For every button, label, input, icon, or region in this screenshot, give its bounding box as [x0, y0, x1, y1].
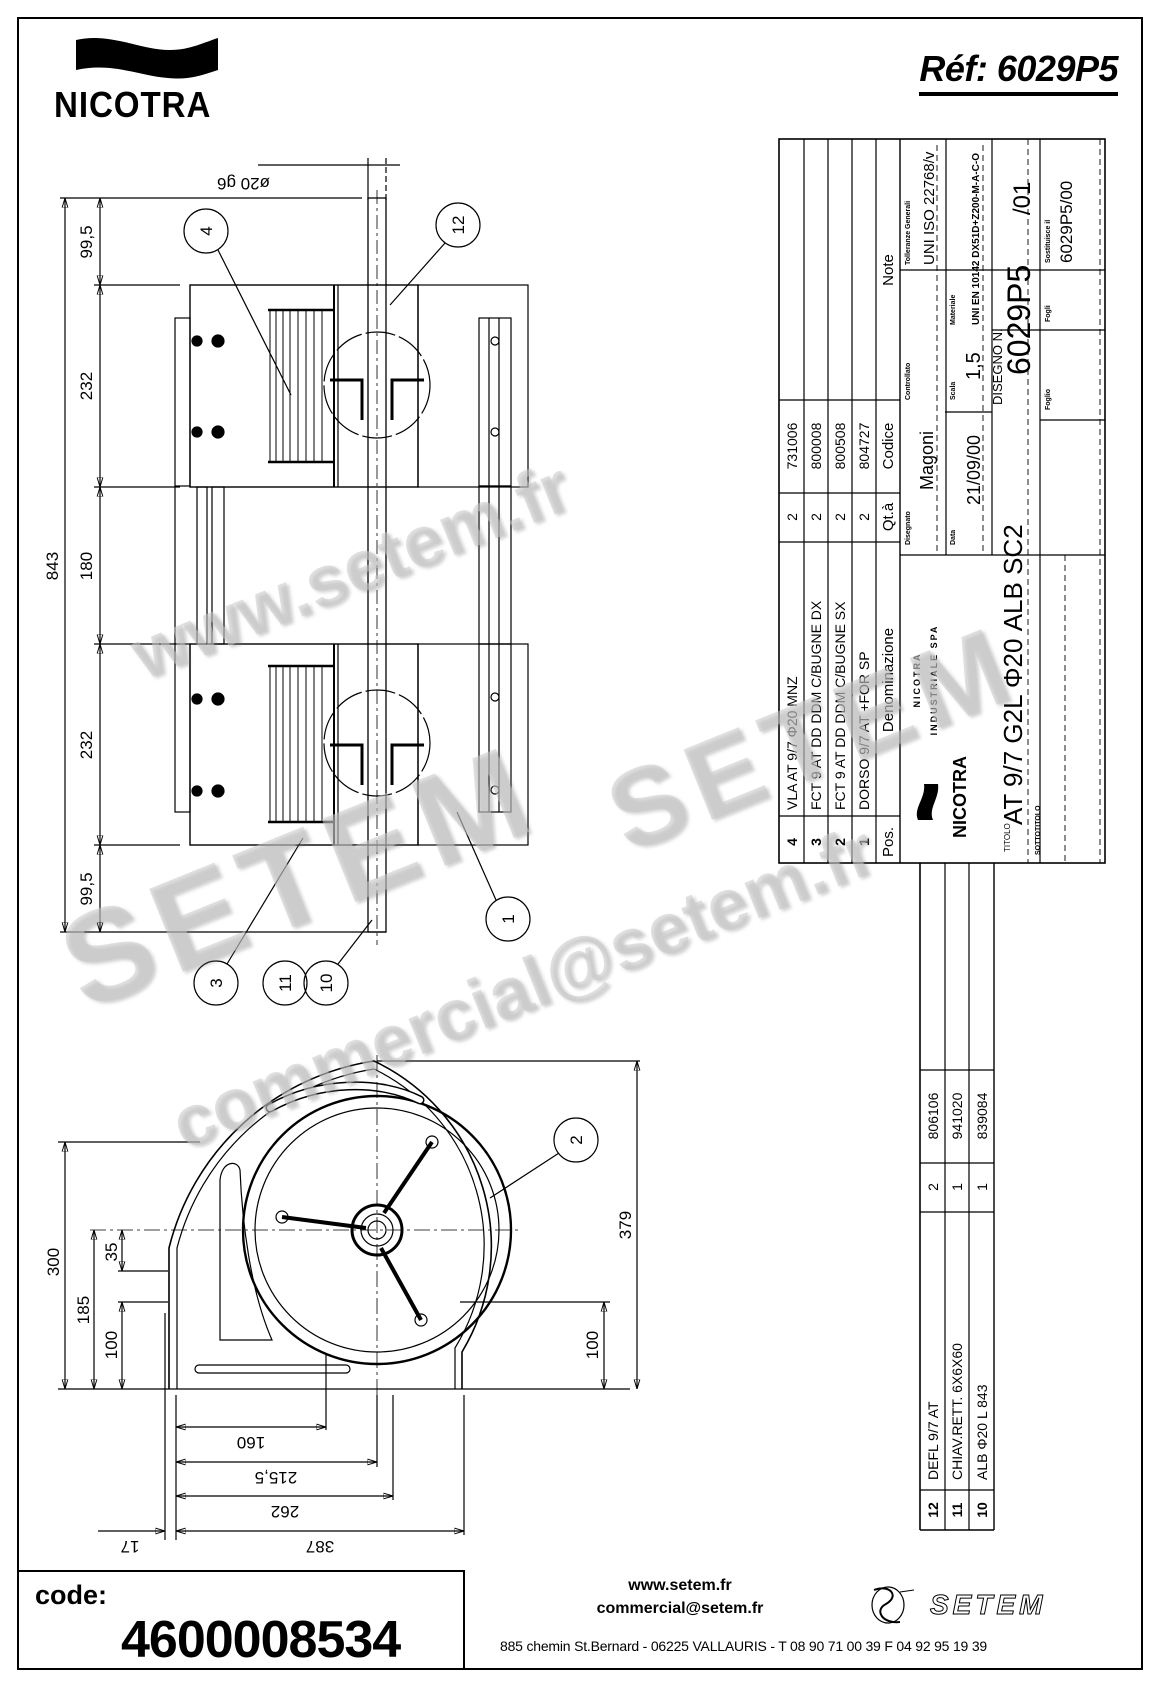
sostituisce-value: 6029P5/00 — [1057, 181, 1076, 263]
part-1-code: 804727 — [856, 422, 872, 469]
disegnato-label: Disegnato — [905, 511, 912, 545]
dim-100-left: 100 — [102, 1331, 121, 1359]
part-4-name: VLA AT 9/7 Φ20 MNZ — [784, 676, 800, 810]
dim-379: 379 — [616, 1211, 635, 1239]
materiale-value: UNI EN 10142 DX51D+Z200-M-A-C-O — [971, 153, 982, 325]
dim-300: 300 — [44, 1248, 63, 1276]
reference-number: Réf: 6029P5 — [919, 48, 1118, 96]
part-2-qty: 2 — [832, 513, 848, 521]
disegno-label: DISEGNO N. — [990, 328, 1005, 405]
nicotra-wave-logo-icon — [76, 37, 218, 79]
part-4-pos: 4 — [784, 838, 800, 846]
dim-overall-843: 843 — [43, 552, 62, 580]
dim-215-5: 215,5 — [255, 1468, 298, 1487]
setem-brand-text: SETEM — [930, 1589, 1046, 1620]
dim-99-5-bottom: 99,5 — [77, 872, 96, 905]
part-4-code: 731006 — [784, 422, 800, 469]
controllato-label: Controllato — [905, 363, 912, 400]
website-link[interactable]: www.setem.fr — [628, 1577, 732, 1594]
dim-99-5-top: 99,5 — [77, 225, 96, 258]
dim-262: 262 — [271, 1502, 299, 1521]
part-3-code: 800008 — [808, 422, 824, 469]
part-1-qty: 2 — [856, 513, 872, 521]
part-3-pos: 3 — [808, 838, 824, 846]
company-line-1: NICOTRA — [912, 653, 922, 708]
scala-label: Scala — [950, 382, 957, 400]
code-label: code: — [35, 1580, 108, 1610]
tolleranze-label: Tolleranze Generali — [905, 201, 912, 265]
header-note: Note — [880, 254, 897, 286]
part-1-pos: 1 — [856, 838, 872, 846]
dim-387: 387 — [306, 1537, 334, 1556]
header-pos: Pos. — [880, 827, 897, 857]
revision-number: /01 — [1009, 182, 1036, 215]
part-2-pos: 2 — [832, 838, 848, 846]
dim-232-bottom: 232 — [77, 731, 96, 759]
balloon-10: 10 — [317, 974, 336, 993]
part-10-name: ALB Φ20 L 843 — [974, 1384, 990, 1480]
titolo-label: TITOLO — [1003, 823, 1012, 852]
disegno-number: 6029P5 — [1001, 265, 1037, 375]
fogli-label: Fogli — [1045, 305, 1052, 322]
dim-160: 160 — [237, 1433, 265, 1452]
nicotra-brand-text: NICOTRA — [54, 84, 212, 125]
dim-35: 35 — [102, 1243, 121, 1262]
data-value: 21/09/00 — [964, 435, 984, 505]
header-codice: Codice — [880, 423, 897, 470]
tolleranze-value: UNI ISO 22768/v — [921, 151, 938, 265]
balloon-3: 3 — [207, 978, 226, 987]
part-11-pos: 11 — [949, 1502, 965, 1517]
part-2-name: FCT 9 AT DD DDM C/BUGNE SX — [832, 601, 848, 810]
data-label: Data — [950, 530, 957, 545]
part-10-pos: 10 — [974, 1502, 990, 1518]
materiale-label: Materiale — [950, 295, 957, 325]
shaft-diameter-dim: ø20 g6 — [217, 174, 270, 193]
part-4-qty: 2 — [784, 513, 800, 521]
part-12-qty: 2 — [925, 1183, 941, 1191]
part-1-name: DORSO 9/7 AT +FOR SP — [856, 651, 872, 810]
company-line-2: INDUSTRIALE SPA — [929, 625, 939, 736]
code-box: code: 4600008534 — [17, 1570, 465, 1670]
drawing-sheet-border — [17, 17, 1143, 1670]
dim-185: 185 — [74, 1296, 93, 1324]
title-block-logo-word: NICOTRA — [950, 756, 970, 838]
part-3-name: FCT 9 AT DD DDM C/BUGNE DX — [808, 600, 824, 810]
part-12-code: 806106 — [925, 1092, 941, 1139]
part-3-qty: 2 — [808, 513, 824, 521]
part-11-qty: 1 — [949, 1183, 965, 1191]
title-block-logo-icon — [916, 784, 939, 820]
balloon-1: 1 — [499, 914, 518, 923]
email-link[interactable]: commercial@setem.fr — [596, 1600, 764, 1617]
address-line: 885 chemin St.Bernard - 06225 VALLAURIS … — [500, 1638, 987, 1654]
setem-logo-icon: SETEM — [871, 1586, 1046, 1624]
balloon-2: 2 — [567, 1135, 586, 1144]
header-denominazione: Denominazione — [880, 628, 897, 732]
dim-100-right: 100 — [583, 1331, 602, 1359]
dim-232-top: 232 — [77, 372, 96, 400]
title-value: AT 9/7 G2L Φ20 ALB SC2 — [998, 524, 1028, 825]
sostituisce-label: Sostituisce il — [1045, 220, 1052, 263]
balloon-12: 12 — [449, 216, 468, 235]
sottotitolo-label: SOTTOTITOLO — [1035, 805, 1042, 855]
header-qty: Qt.à — [880, 502, 897, 531]
code-value: 4600008534 — [121, 1611, 401, 1669]
balloon-4: 4 — [197, 226, 216, 235]
scala-value: 1,5 — [963, 352, 985, 380]
part-11-name: CHIAV.RETT. 6X6X60 — [949, 1343, 965, 1480]
dim-17: 17 — [121, 1537, 140, 1556]
part-10-qty: 1 — [974, 1183, 990, 1191]
foglio-label: Foglio — [1045, 389, 1052, 410]
part-12-pos: 12 — [925, 1502, 941, 1518]
balloon-11: 11 — [276, 974, 295, 992]
part-11-code: 941020 — [949, 1092, 965, 1139]
part-12-name: DEFL 9/7 AT — [925, 1401, 941, 1480]
dim-180: 180 — [77, 552, 96, 580]
contact-block: www.setem.fr commercial@setem.fr — [500, 1574, 860, 1620]
part-2-code: 800508 — [832, 422, 848, 469]
part-10-code: 839084 — [974, 1092, 990, 1139]
disegnato-value: Magoni — [917, 431, 937, 490]
